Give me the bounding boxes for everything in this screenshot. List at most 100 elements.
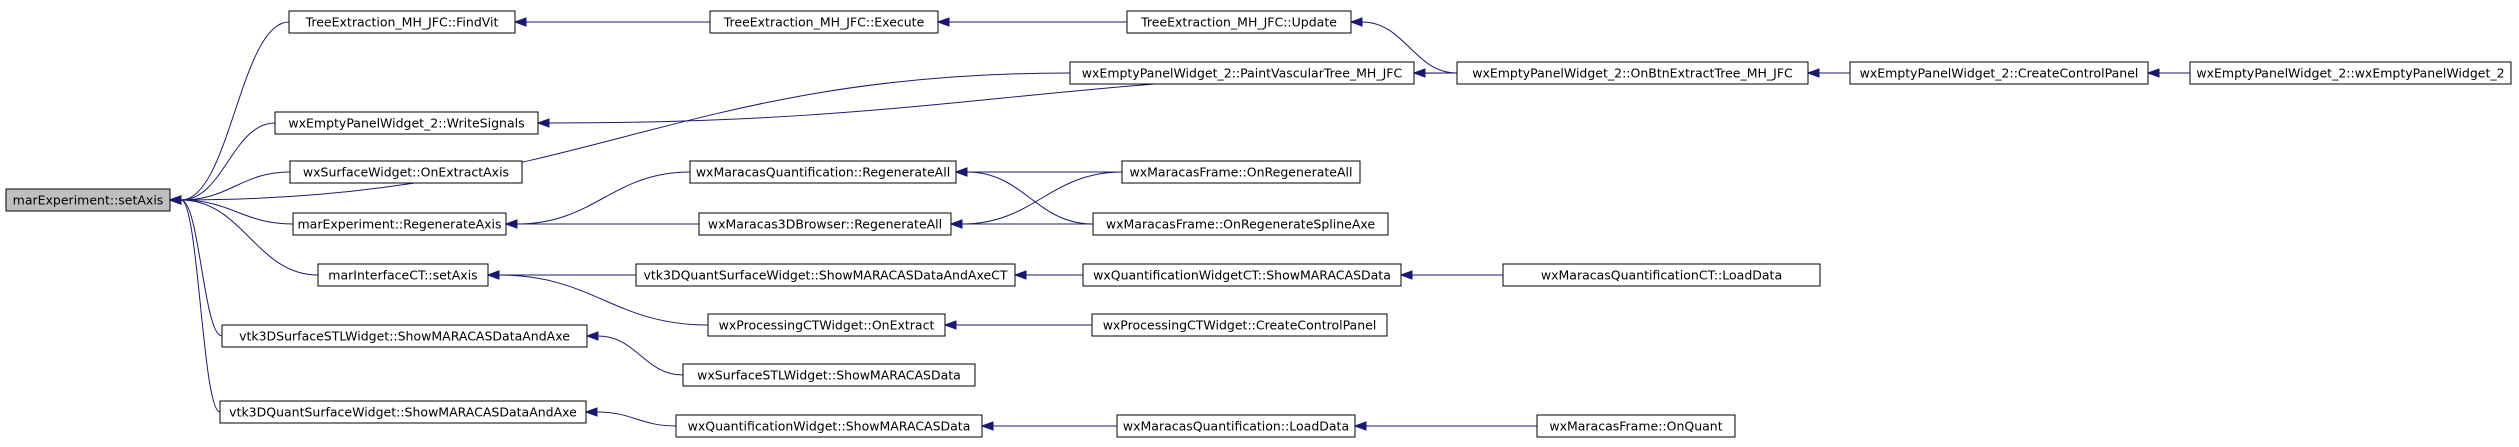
node-label: marInterfaceCT::setAxis: [328, 268, 477, 283]
arrowhead-writeSignals: [536, 118, 550, 128]
node-box[interactable]: [1092, 212, 1389, 236]
node-box[interactable]: [1091, 313, 1388, 337]
node-box[interactable]: [1126, 10, 1352, 34]
edge-paintVT-to-setAxis: [180, 72, 1071, 201]
node-mfOnRegenSpline[interactable]: wxMaracasFrame::OnRegenerateSplineAxe: [1092, 212, 1389, 236]
node-findVit[interactable]: TreeExtraction_MH_JFC::FindVit: [288, 10, 516, 34]
node-qwctShow[interactable]: wxQuantificationWidgetCT::ShowMARACASDat…: [1082, 263, 1402, 287]
edge-mqRegen-to-marRegenAxis: [516, 171, 691, 225]
arrowhead-marRegenAxis: [504, 219, 518, 229]
node-box[interactable]: [1082, 263, 1402, 287]
node-box[interactable]: [2189, 61, 2512, 85]
node-mfOnRegenAll[interactable]: wxMaracasFrame::OnRegenerateAll: [1121, 160, 1361, 184]
node-label: marExperiment::setAxis: [13, 193, 164, 208]
arrowhead-pctOnExtract: [943, 320, 957, 330]
node-box[interactable]: [635, 263, 1016, 287]
node-stlShowAxe[interactable]: vtk3DSurfaceSTLWidget::ShowMARACASDataAn…: [221, 324, 588, 348]
arrowhead-m3dRegen: [949, 219, 963, 229]
node-box[interactable]: [689, 160, 957, 184]
node-box[interactable]: [682, 363, 976, 387]
node-label: TreeExtraction_MH_JFC::Execute: [723, 15, 925, 30]
node-mqctLoad[interactable]: wxMaracasQuantificationCT::LoadData: [1502, 263, 1821, 287]
node-surfOnExtract[interactable]: wxSurfaceWidget::OnExtractAxis: [289, 160, 523, 184]
node-label: wxEmptyPanelWidget_2::OnBtnExtractTree_M…: [1472, 66, 1793, 81]
node-writeSignals[interactable]: wxEmptyPanelWidget_2::WriteSignals: [274, 111, 539, 135]
node-label: wxEmptyPanelWidget_2::PaintVascularTree_…: [1082, 66, 1403, 81]
node-qwShow[interactable]: wxQuantificationWidget::ShowMARACASData: [675, 414, 983, 438]
node-mfOnQuant[interactable]: wxMaracasFrame::OnQuant: [1536, 414, 1736, 438]
node-label: wxMaracasQuantification::RegenerateAll: [696, 165, 950, 180]
node-pctOnExtract[interactable]: wxProcessingCTWidget::OnExtract: [707, 313, 946, 337]
node-vqsShowAxe[interactable]: vtk3DQuantSurfaceWidget::ShowMARACASData…: [219, 400, 587, 424]
node-label: vtk3DSurfaceSTLWidget::ShowMARACASDataAn…: [239, 329, 570, 344]
node-label: TreeExtraction_MH_JFC::FindVit: [305, 15, 499, 30]
node-box[interactable]: [221, 324, 588, 348]
node-ifSetAxis[interactable]: marInterfaceCT::setAxis: [317, 263, 489, 287]
arrowhead-vqsShowAxeCT: [1013, 270, 1027, 280]
node-box[interactable]: [289, 160, 523, 184]
node-box[interactable]: [288, 10, 516, 34]
node-box[interactable]: [1849, 61, 2149, 85]
node-label: marExperiment::RegenerateAxis: [298, 217, 502, 232]
node-execute[interactable]: TreeExtraction_MH_JFC::Execute: [709, 10, 939, 34]
node-label: wxQuantificationWidgetCT::ShowMARACASDat…: [1093, 268, 1391, 283]
node-vqsShowAxeCT[interactable]: vtk3DQuantSurfaceWidget::ShowMARACASData…: [635, 263, 1016, 287]
node-label: wxMaracasQuantification::LoadData: [1123, 419, 1349, 434]
node-label: wxEmptyPanelWidget_2::WriteSignals: [288, 116, 524, 131]
arrowhead-onBtnExtract: [1806, 68, 1820, 78]
arrowhead-setAxis: [168, 195, 182, 205]
node-box[interactable]: [707, 313, 946, 337]
node-box[interactable]: [1536, 414, 1736, 438]
node-createCP2[interactable]: wxEmptyPanelWidget_2::CreateControlPanel: [1849, 61, 2149, 85]
node-setAxis[interactable]: marExperiment::setAxis: [5, 188, 171, 212]
node-box[interactable]: [698, 212, 952, 236]
node-box[interactable]: [1502, 263, 1821, 287]
node-label: vtk3DQuantSurfaceWidget::ShowMARACASData…: [643, 268, 1007, 283]
node-box[interactable]: [1069, 61, 1415, 85]
node-box[interactable]: [675, 414, 983, 438]
node-paintVT[interactable]: wxEmptyPanelWidget_2::PaintVascularTree_…: [1069, 61, 1415, 85]
arrowhead-qwShow: [980, 421, 994, 431]
node-box[interactable]: [274, 111, 539, 135]
edge-mfOnRegenAll-to-m3dRegen: [961, 171, 1123, 225]
edge-findVit-to-setAxis: [180, 21, 290, 201]
node-label: wxQuantificationWidget::ShowMARACASData: [688, 419, 971, 434]
node-label: wxMaracasFrame::OnQuant: [1549, 419, 1722, 434]
edge-pctOnExtract-to-ifSetAxis: [498, 274, 709, 326]
node-box[interactable]: [317, 263, 489, 287]
edge-mfOnRegenSpline-to-mqRegen: [966, 171, 1094, 225]
node-onBtnExtract[interactable]: wxEmptyPanelWidget_2::OnBtnExtractTree_M…: [1456, 61, 1809, 85]
node-update[interactable]: TreeExtraction_MH_JFC::Update: [1126, 10, 1352, 34]
edge-writeSignals-to-setAxis: [180, 122, 276, 201]
arrowhead-stlShowAxe: [585, 331, 599, 341]
node-box[interactable]: [219, 400, 587, 424]
node-ctor2[interactable]: wxEmptyPanelWidget_2::wxEmptyPanelWidget…: [2189, 61, 2512, 85]
node-marRegenAxis[interactable]: marExperiment::RegenerateAxis: [292, 212, 507, 236]
node-mqRegen[interactable]: wxMaracasQuantification::RegenerateAll: [689, 160, 957, 184]
node-box[interactable]: [1121, 160, 1361, 184]
node-box[interactable]: [1456, 61, 1809, 85]
node-m3dRegen[interactable]: wxMaracas3DBrowser::RegenerateAll: [698, 212, 952, 236]
node-label: wxMaracas3DBrowser::RegenerateAll: [708, 217, 942, 232]
arrowhead-mqRegen: [954, 167, 968, 177]
node-mqLoad[interactable]: wxMaracasQuantification::LoadData: [1116, 414, 1356, 438]
edge-marRegenAxis-to-setAxis: [180, 199, 294, 225]
arrowhead-qwctShow: [1399, 270, 1413, 280]
node-label: wxSurfaceWidget::OnExtractAxis: [303, 165, 509, 180]
arrowhead-ifSetAxis: [486, 270, 500, 280]
node-box[interactable]: [292, 212, 507, 236]
arrowhead-execute: [936, 17, 950, 27]
node-label: wxEmptyPanelWidget_2::CreateControlPanel: [1860, 66, 2139, 81]
node-sstlShow[interactable]: wxSurfaceSTLWidget::ShowMARACASData: [682, 363, 976, 387]
arrowhead-vqsShowAxe: [584, 407, 598, 417]
node-box[interactable]: [5, 188, 171, 212]
node-box[interactable]: [709, 10, 939, 34]
node-box[interactable]: [1116, 414, 1356, 438]
node-label: wxProcessingCTWidget::OnExtract: [719, 318, 935, 333]
arrowhead-update: [1349, 17, 1363, 27]
arrowhead-mqLoad: [1353, 421, 1367, 431]
node-pctCreateCP[interactable]: wxProcessingCTWidget::CreateControlPanel: [1091, 313, 1388, 337]
node-label: wxProcessingCTWidget::CreateControlPanel: [1103, 318, 1377, 333]
graph-nodes: marExperiment::setAxis TreeExtraction_MH_…: [5, 10, 2512, 438]
